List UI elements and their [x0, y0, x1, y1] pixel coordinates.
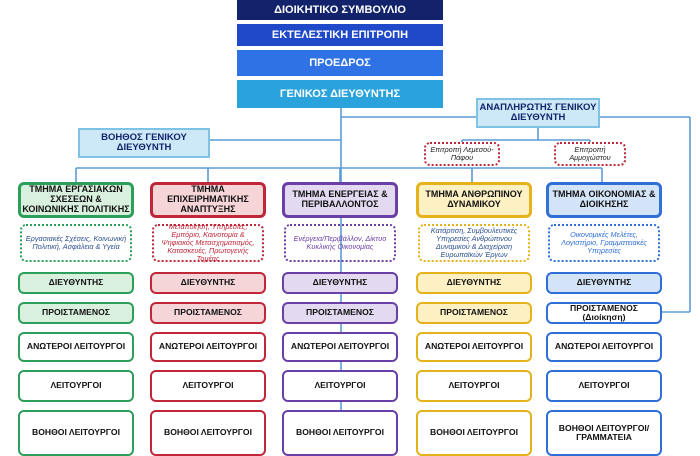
role-senior-officers: ΑΝΩΤΕΡΟΙ ΛΕΙΤΟΥΡΓΟΙ [18, 332, 134, 362]
committee-limassol-paphos: Επιτροπή Λεμεσού-Πάφου [424, 142, 500, 166]
role-assistant-officers-secretariat: ΒΟΗΘΟΙ ΛΕΙΤΟΥΡΓΟΙ/ ΓΡΑΜΜΑΤΕΙΑ [546, 410, 662, 456]
role-director: ΔΙΕΥΘΥΝΤΗΣ [18, 272, 134, 294]
committee-label: Επιτροπή Λεμεσού-Πάφου [430, 144, 494, 162]
role-assistant-officers: ΒΟΗΘΟΙ ΛΕΙΤΟΥΡΓΟΙ [150, 410, 266, 456]
department-title-finance-administration: ΤΜΗΜΑ ΟΙΚΟΝΟΜΙΑΣ & ΔΙΟΙΚΗΣΗΣ [546, 182, 662, 218]
department-title-labour-relations: ΤΜΗΜΑ ΕΡΓΑΣΙΑΚΩΝ ΣΧΕΣΕΩΝ & ΚΟΙΝΩΝΙΚΗΣ ΠΟ… [18, 182, 134, 218]
role-officers: ΛΕΙΤΟΥΡΓΟΙ [546, 370, 662, 402]
board-box: ΔΙΟΙΚΗΤΙΚΟ ΣΥΜΒΟΥΛΙΟ [237, 0, 443, 20]
role-head: ΠΡΟΙΣΤΑΜΕΝΟΣ [416, 302, 532, 324]
role-officers: ΛΕΙΤΟΥΡΓΟΙ [282, 370, 398, 402]
role-head: ΠΡΟΙΣΤΑΜΕΝΟΣ [150, 302, 266, 324]
role-head: ΠΡΟΙΣΤΑΜΕΝΟΣ [18, 302, 134, 324]
role-director: ΔΙΕΥΘΥΝΤΗΣ [150, 272, 266, 294]
department-title-human-resources: ΤΜΗΜΑ ΑΝΘΡΩΠΙΝΟΥ ΔΥΝΑΜΙΚΟΥ [416, 182, 532, 218]
role-senior-officers: ΑΝΩΤΕΡΟΙ ΛΕΙΤΟΥΡΓΟΙ [546, 332, 662, 362]
role-assistant-officers: ΒΟΗΘΟΙ ΛΕΙΤΟΥΡΓΟΙ [416, 410, 532, 456]
president-box: ΠΡΟΕΔΡΟΣ [237, 50, 443, 76]
committee-famagusta: Επιτροπή Αμμοχώστου [554, 142, 626, 166]
deputy-general-manager-box: ΑΝΑΠΛΗΡΩΤΗΣ ΓΕΝΙΚΟΥ ΔΙΕΥΘΥΝΤΗ [476, 98, 600, 128]
department-desc-human-resources: Κατάρτιση, Συμβουλευτικές Υπηρεσίες Ανθρ… [418, 224, 530, 262]
department-desc-business-development: Μεταποίηση, Υπηρεσίες, Εμπόριο, Καινοτομ… [152, 222, 264, 263]
executive-committee-box: ΕΚΤΕΛΕΣΤΙΚΗ ΕΠΙΤΡΟΠΗ [237, 24, 443, 46]
assistant-general-manager-box: ΒΟΗΘΟΣ ΓΕΝΙΚΟΥ ΔΙΕΥΘΥΝΤΗ [78, 128, 210, 158]
role-officers: ΛΕΙΤΟΥΡΓΟΙ [416, 370, 532, 402]
department-title-business-development: ΤΜΗΜΑ ΕΠΙΧΕΙΡΗΜΑΤΙΚΗΣ ΑΝΑΠΤΥΞΗΣ [150, 182, 266, 218]
role-director: ΔΙΕΥΘΥΝΤΗΣ [282, 272, 398, 294]
assistant-general-manager-label: ΒΟΗΘΟΣ ΓΕΝΙΚΟΥ ΔΙΕΥΘΥΝΤΗ [101, 131, 187, 153]
general-manager-label: ΓΕΝΙΚΟΣ ΔΙΕΥΘΥΝΤΗΣ [279, 87, 401, 100]
role-senior-officers: ΑΝΩΤΕΡΟΙ ΛΕΙΤΟΥΡΓΟΙ [150, 332, 266, 362]
deputy-general-manager-label: ΑΝΑΠΛΗΡΩΤΗΣ ΓΕΝΙΚΟΥ ΔΙΕΥΘΥΝΤΗ [479, 101, 597, 123]
department-desc-energy-environment: Ενέργεια/Περιβάλλον, Δίκτυο Κυκλικής Οικ… [284, 224, 396, 262]
role-assistant-officers: ΒΟΗΘΟΙ ΛΕΙΤΟΥΡΓΟΙ [18, 410, 134, 456]
role-assistant-officers: ΒΟΗΘΟΙ ΛΕΙΤΟΥΡΓΟΙ [282, 410, 398, 456]
department-title-energy-environment: ΤΜΗΜΑ ΕΝΕΡΓΕΙΑΣ & ΠΕΡΙΒΑΛΛΟΝΤΟΣ [282, 182, 398, 218]
role-director: ΔΙΕΥΘΥΝΤΗΣ [416, 272, 532, 294]
general-manager-box: ΓΕΝΙΚΟΣ ΔΙΕΥΘΥΝΤΗΣ [237, 80, 443, 108]
role-senior-officers: ΑΝΩΤΕΡΟΙ ΛΕΙΤΟΥΡΓΟΙ [282, 332, 398, 362]
board-label: ΔΙΟΙΚΗΤΙΚΟ ΣΥΜΒΟΥΛΙΟ [274, 3, 406, 16]
role-head: ΠΡΟΙΣΤΑΜΕΝΟΣ [282, 302, 398, 324]
executive-committee-label: ΕΚΤΕΛΕΣΤΙΚΗ ΕΠΙΤΡΟΠΗ [271, 28, 409, 41]
role-head-administration: ΠΡΟΙΣΤΑΜΕΝΟΣ (Διοίκηση) [546, 302, 662, 324]
role-director: ΔΙΕΥΘΥΝΤΗΣ [546, 272, 662, 294]
department-desc-finance-administration: Οικονομικές Μελέτες, Λογιστήριο, Γραμματ… [548, 224, 660, 262]
department-desc-labour-relations: Εργασιακές Σχέσεις, Κοινωνική Πολιτική, … [20, 224, 132, 262]
committee-label: Επιτροπή Αμμοχώστου [569, 144, 611, 162]
role-officers: ΛΕΙΤΟΥΡΓΟΙ [150, 370, 266, 402]
role-senior-officers: ΑΝΩΤΕΡΟΙ ΛΕΙΤΟΥΡΓΟΙ [416, 332, 532, 362]
president-label: ΠΡΟΕΔΡΟΣ [309, 56, 371, 69]
role-officers: ΛΕΙΤΟΥΡΓΟΙ [18, 370, 134, 402]
